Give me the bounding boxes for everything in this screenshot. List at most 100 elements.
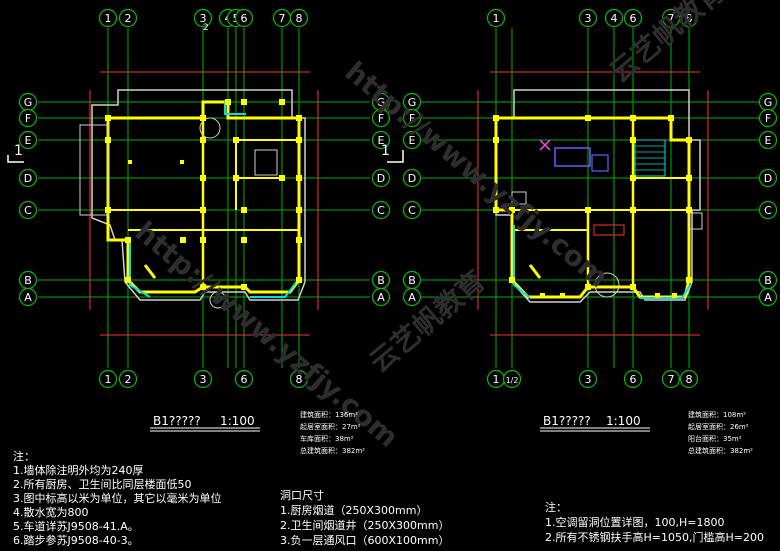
right-top-axis-4-circle xyxy=(604,8,624,28)
opening-1: 1.厨房烟道（250X300mm） xyxy=(280,504,428,517)
right-plan-columns xyxy=(493,115,692,298)
left-top-axis-6-circle xyxy=(234,8,254,28)
left-bottom-axis-2-circle xyxy=(118,369,138,389)
right-bottom-axis-1/2-circle xyxy=(502,369,522,389)
right-row-axis-right-B-label: B xyxy=(764,274,772,287)
left-top-axis-2-label: 2 xyxy=(125,12,132,25)
right-notes-title: 注： xyxy=(545,501,567,514)
title-underlines xyxy=(150,427,650,432)
left-plan-columns xyxy=(105,99,302,290)
left-area-2: 起居室面积：27m² xyxy=(300,423,361,431)
axis-bubbles: 1234567812368GGFFEEDDCCBBAA13467811/2367… xyxy=(18,8,778,389)
left-bottom-axis-2-label: 2 xyxy=(125,373,132,386)
left-bottom-axis-1-circle xyxy=(98,369,118,389)
right-area-3: 阳台面积：35m² xyxy=(688,435,742,443)
right-row-axis-C-circle xyxy=(402,200,422,220)
left-note-5: 5.车道详苏J9508-41.A。 xyxy=(13,520,139,533)
left-area-4: 总建筑面积：382m² xyxy=(300,447,365,455)
left-top-axis-1-circle xyxy=(98,8,118,28)
left-row-axis-right-F-label: F xyxy=(378,112,384,125)
left-row-axis-right-A-label: A xyxy=(377,291,385,304)
left-plan-scale: 1:100 xyxy=(220,414,255,428)
opening-2: 2.卫生间烟道井（250X300mm） xyxy=(280,519,450,532)
left-row-axis-right-F-circle xyxy=(371,108,391,128)
right-area-2: 起居室面积：26m² xyxy=(688,423,749,431)
right-top-axis-8-circle xyxy=(679,8,699,28)
left-note-3: 3.图中标高以米为单位，其它以毫米为单位 xyxy=(13,492,222,505)
left-row-axis-E-circle xyxy=(18,130,38,150)
left-row-axis-F-circle xyxy=(18,108,38,128)
left-row-axis-right-B-label: B xyxy=(377,274,385,287)
left-row-axis-right-C-circle xyxy=(371,200,391,220)
right-plan-title: B1????? xyxy=(543,414,591,428)
left-row-axis-G-label: G xyxy=(24,96,33,109)
left-row-axis-right-E-label: E xyxy=(378,134,385,147)
right-row-axis-right-A-label: A xyxy=(764,291,772,304)
right-row-axis-F-label: F xyxy=(409,112,415,125)
left-section-mark: 1 xyxy=(14,143,23,159)
left-top-axis-8-label: 8 xyxy=(296,12,303,25)
left-top-axis-6-label: 6 xyxy=(241,12,248,25)
right-row-axis-right-C-label: C xyxy=(764,204,772,217)
right-row-axis-E-circle xyxy=(402,130,422,150)
right-bottom-axis-7-label: 7 xyxy=(668,373,675,386)
left-area-1: 建筑面积：136m² xyxy=(300,411,358,419)
left-row-axis-C-circle xyxy=(18,200,38,220)
opening-title: 洞口尺寸 xyxy=(280,489,324,502)
right-row-axis-F-circle xyxy=(402,108,422,128)
right-row-axis-D-circle xyxy=(402,168,422,188)
left-top-axis-3-label: 3 xyxy=(200,12,207,25)
left-note-6: 6.踏步参苏J9508-40-3。 xyxy=(13,534,139,547)
right-row-axis-right-F-label: F xyxy=(765,112,771,125)
left-row-axis-right-G-label: G xyxy=(377,96,386,109)
right-top-axis-8-label: 8 xyxy=(686,12,693,25)
dimension-lines xyxy=(89,71,709,336)
left-top-axis-8-circle xyxy=(289,8,309,28)
right-area-1: 建筑面积：108m² xyxy=(688,411,746,419)
left-note-1: 1.墙体除注明外均为240厚 xyxy=(13,464,144,477)
left-bottom-axis-1-label: 1 xyxy=(105,373,112,386)
right-row-axis-D-label: D xyxy=(408,172,416,185)
right-top-axis-4-label: 4 xyxy=(611,12,618,25)
right-top-axis-6-circle xyxy=(623,8,643,28)
left-top-axis-3-circle xyxy=(193,8,213,28)
left-top-axis-7-label: 7 xyxy=(279,12,286,25)
left-plan-walls xyxy=(79,89,306,309)
right-row-axis-C-label: C xyxy=(408,204,416,217)
left-bottom-axis-8-label: 8 xyxy=(296,373,303,386)
right-bottom-axis-3-circle xyxy=(578,369,598,389)
right-row-axis-right-E-label: E xyxy=(765,134,772,147)
left-row-axis-right-D-circle xyxy=(371,168,391,188)
right-row-axis-right-D-circle xyxy=(758,168,778,188)
right-note-1: 1.空调留洞位置详图，100,H=1800 xyxy=(545,516,725,529)
left-row-axis-C-label: C xyxy=(24,204,32,217)
right-row-axis-right-C-circle xyxy=(758,200,778,220)
left-bottom-axis-6-label: 6 xyxy=(241,373,248,386)
left-row-axis-B-label: B xyxy=(24,274,32,287)
right-bottom-axis-8-circle xyxy=(679,369,699,389)
section-markers xyxy=(7,150,404,163)
right-row-axis-B-label: B xyxy=(408,274,416,287)
right-bottom-axis-1/2-label: 1/2 xyxy=(506,376,519,385)
right-top-axis-1-circle xyxy=(486,8,506,28)
left-row-axis-right-E-circle xyxy=(371,130,391,150)
left-row-axis-D-label: D xyxy=(24,172,32,185)
right-top-axis-3-label: 3 xyxy=(585,12,592,25)
left-area-3: 车库面积：38m² xyxy=(300,435,354,443)
left-bottom-axis-8-circle xyxy=(289,369,309,389)
right-bottom-axis-6-circle xyxy=(623,369,643,389)
left-bottom-axis-3-label: 3 xyxy=(200,373,207,386)
right-plan-scale: 1:100 xyxy=(606,414,641,428)
left-top-axis-1-label: 1 xyxy=(105,12,112,25)
left-plan-title: B1????? xyxy=(153,414,201,428)
left-row-axis-F-label: F xyxy=(25,112,31,125)
right-row-axis-right-E-circle xyxy=(758,130,778,150)
left-row-axis-A-circle xyxy=(18,287,38,307)
left-bottom-axis-6-circle xyxy=(234,369,254,389)
right-top-axis-7-circle xyxy=(661,8,681,28)
left-note-2: 2.所有厨房、卫生间比同层楼面低50 xyxy=(13,478,192,491)
right-bottom-axis-3-label: 3 xyxy=(585,373,592,386)
right-top-axis-6-label: 6 xyxy=(630,12,637,25)
